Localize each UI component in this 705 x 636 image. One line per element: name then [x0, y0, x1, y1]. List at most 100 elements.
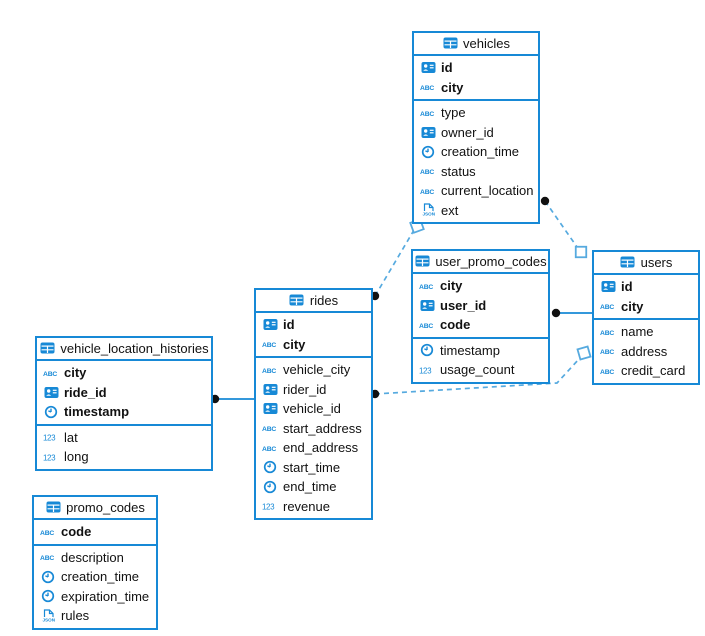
relationship-vehicles-users[interactable] — [544, 200, 578, 248]
svg-text:ABC: ABC — [420, 169, 434, 176]
table-title: vehicles — [463, 35, 510, 51]
id-badge-icon — [600, 280, 616, 294]
field-label: city — [283, 336, 306, 352]
field-row-rides-end_time[interactable]: end_time — [256, 477, 371, 497]
field-row-rides-rider_id[interactable]: rider_id — [256, 380, 371, 400]
field-row-rides-vehicle_city[interactable]: ABC vehicle_city — [256, 360, 371, 380]
table-icon — [39, 341, 55, 355]
field-row-rides-id[interactable]: id — [256, 315, 371, 335]
svg-text:ABC: ABC — [600, 349, 614, 356]
table-header-rides[interactable]: rides — [256, 290, 371, 313]
field-row-vehicles-owner_id[interactable]: owner_id — [414, 123, 538, 143]
text-type-icon: ABC — [600, 344, 616, 358]
field-row-vehicle_location_histories-ride_id[interactable]: ride_id — [37, 383, 211, 403]
field-label: city — [441, 79, 464, 95]
table-vehicles[interactable]: vehicles id ABC city ABC type owner_id cre… — [412, 31, 540, 224]
field-label: timestamp — [64, 404, 130, 420]
text-type-icon: ABC — [600, 325, 616, 339]
field-row-promo_codes-creation_time[interactable]: creation_time — [34, 567, 156, 587]
table-header-vehicle_location_histories[interactable]: vehicle_location_histories — [37, 338, 211, 361]
table-header-user_promo_codes[interactable]: user_promo_codes — [413, 251, 548, 274]
field-row-rides-vehicle_id[interactable]: vehicle_id — [256, 399, 371, 419]
text-type-icon: ABC — [419, 279, 435, 293]
table-title: user_promo_codes — [435, 253, 547, 269]
field-row-user_promo_codes-user_id[interactable]: user_id — [413, 296, 548, 316]
svg-text:123: 123 — [43, 434, 56, 443]
table-rides[interactable]: rides id ABC city ABC vehicle_city rider_i… — [254, 288, 373, 520]
text-type-icon: ABC — [419, 318, 435, 332]
table-header-vehicles[interactable]: vehicles — [414, 33, 538, 56]
field-label: status — [441, 163, 476, 179]
relationship-rides-vehicles[interactable] — [374, 229, 415, 297]
relationship-rides-users[interactable] — [374, 358, 580, 395]
svg-text:ABC: ABC — [40, 555, 54, 562]
field-row-vehicles-id[interactable]: id — [414, 58, 538, 78]
field-row-vehicles-type[interactable]: ABC type — [414, 103, 538, 123]
field-label: end_address — [283, 440, 359, 456]
svg-text:ABC: ABC — [262, 342, 276, 349]
field-label: id — [441, 60, 453, 76]
field-row-user_promo_codes-code[interactable]: ABC code — [413, 315, 548, 335]
svg-text:ABC: ABC — [420, 85, 434, 92]
field-row-rides-end_address[interactable]: ABC end_address — [256, 438, 371, 458]
svg-text:ABC: ABC — [419, 323, 433, 330]
field-row-vehicles-creation_time[interactable]: creation_time — [414, 142, 538, 162]
field-row-rides-city[interactable]: ABC city — [256, 335, 371, 355]
text-type-icon: ABC — [262, 421, 278, 435]
timestamp-type-icon — [419, 343, 435, 357]
field-label: vehicle_city — [283, 362, 351, 378]
svg-text:ABC: ABC — [262, 426, 276, 433]
timestamp-type-icon — [262, 460, 278, 474]
svg-text:ABC: ABC — [419, 284, 433, 291]
text-type-icon: ABC — [262, 337, 278, 351]
svg-text:ABC: ABC — [262, 446, 276, 453]
field-label: start_time — [283, 459, 341, 475]
field-row-user_promo_codes-timestamp[interactable]: timestamp — [413, 341, 548, 361]
table-header-promo_codes[interactable]: promo_codes — [34, 497, 156, 520]
field-label: code — [440, 317, 471, 333]
field-label: type — [441, 105, 466, 121]
table-icon — [45, 500, 61, 514]
field-row-rides-start_time[interactable]: start_time — [256, 458, 371, 478]
id-badge-icon — [419, 298, 435, 312]
field-row-promo_codes-expiration_time[interactable]: expiration_time — [34, 587, 156, 607]
field-row-vehicle_location_histories-timestamp[interactable]: timestamp — [37, 402, 211, 422]
field-row-vehicles-status[interactable]: ABC status — [414, 162, 538, 182]
svg-text:ABC: ABC — [600, 304, 614, 311]
text-type-icon: ABC — [420, 106, 436, 120]
field-label: rider_id — [283, 381, 327, 397]
field-row-users-id[interactable]: id — [594, 277, 698, 297]
svg-text:ABC: ABC — [262, 368, 276, 375]
field-label: city — [64, 365, 87, 381]
timestamp-type-icon — [40, 570, 56, 584]
table-header-users[interactable]: users — [594, 252, 698, 275]
timestamp-type-icon — [420, 145, 436, 159]
field-row-vehicles-city[interactable]: ABC city — [414, 78, 538, 98]
table-title: vehicle_location_histories — [60, 340, 209, 356]
